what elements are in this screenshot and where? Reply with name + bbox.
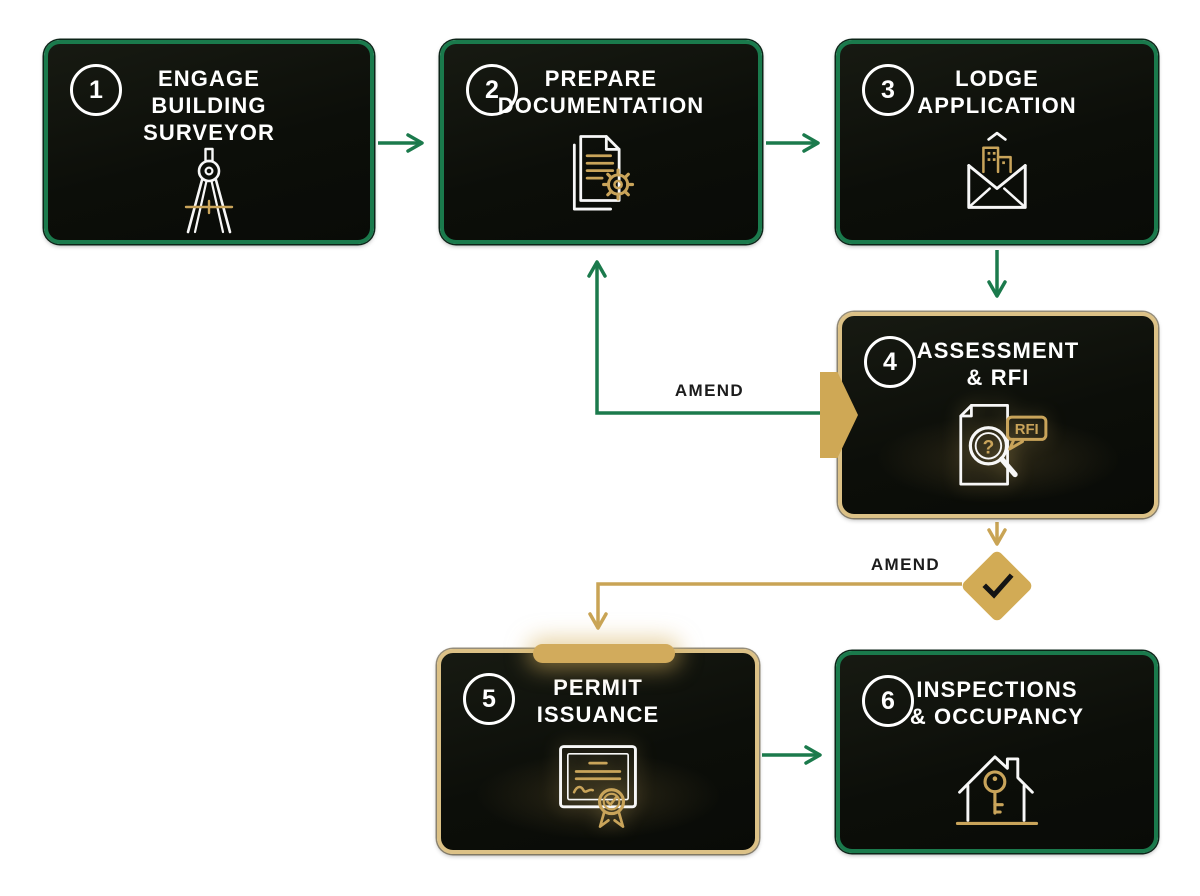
step-title: PERMIT ISSUANCE — [536, 675, 660, 727]
rfi-bubble-text: RFI — [1015, 422, 1039, 438]
document-magnifier-rfi-icon: ? RFI — [842, 391, 1154, 514]
step-number: 1 — [89, 75, 103, 104]
question-mark-glyph: ? — [983, 437, 995, 458]
step-title: INSPECTIONS & OCCUPANCY — [909, 677, 1085, 729]
arrow-amend-step4-to-step2 — [587, 260, 820, 415]
step-title: PREPARE DOCUMENTATION — [497, 66, 705, 118]
house-key-icon — [840, 731, 1154, 849]
step-card-engage-building-surveyor: 1 ENGAGE BUILDING SURVEYOR — [44, 40, 374, 244]
step-card-assessment-rfi: 4 ASSESSMENT & RFI ? RFI — [838, 312, 1158, 518]
step-number: 2 — [485, 75, 499, 104]
arrow-decision-to-step5 — [588, 582, 962, 630]
step-card-lodge-application: 3 LODGE APPLICATION — [836, 40, 1158, 244]
amend-label-to-permit: AMEND — [870, 555, 941, 574]
step-card-inspections-occupancy: 6 INSPECTIONS & OCCUPANCY — [836, 651, 1158, 853]
step-number-circle: 5 — [463, 673, 515, 725]
step-number: 6 — [881, 686, 895, 715]
step-number: 3 — [881, 75, 895, 104]
step-number-circle: 6 — [862, 675, 914, 727]
step-title: ASSESSMENT & RFI — [916, 338, 1080, 390]
decision-diamond — [960, 549, 1034, 623]
step-card-permit-issuance: 5 PERMIT ISSUANCE — [437, 649, 759, 854]
drafting-compass-icon — [48, 146, 370, 250]
step-number-circle: 2 — [466, 64, 518, 116]
gold-top-tab-step5 — [533, 644, 675, 663]
step-card-prepare-documentation: 2 PREPARE DOCUMENTATION — [440, 40, 762, 244]
step-number-circle: 4 — [864, 336, 916, 388]
step-number-circle: 3 — [862, 64, 914, 116]
certificate-badge-icon — [441, 728, 755, 850]
documents-gear-icon — [444, 120, 758, 240]
amend-label-to-documentation: AMEND — [674, 381, 745, 400]
step-number: 4 — [883, 347, 897, 376]
checkmark-icon — [982, 573, 1014, 599]
step-title: ENGAGE BUILDING SURVEYOR — [143, 66, 275, 145]
step-title: LODGE APPLICATION — [917, 66, 1077, 118]
step-number-circle: 1 — [70, 64, 122, 116]
step-number: 5 — [482, 684, 496, 713]
envelope-building-icon — [840, 120, 1154, 240]
